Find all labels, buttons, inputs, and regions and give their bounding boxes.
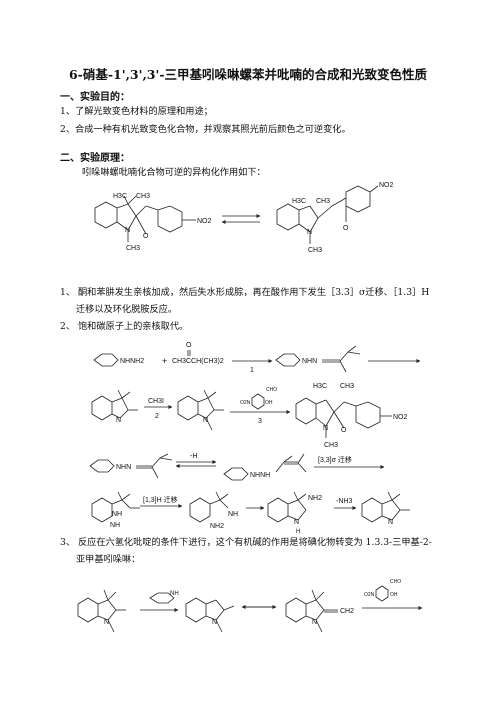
scheme-3-n-label: N <box>104 619 109 626</box>
methylated-n-label: N <box>203 417 208 424</box>
merocyanine-structure <box>276 185 379 244</box>
row-3-nhn-label: NHN <box>116 464 131 471</box>
section-2-intro: 吲哚啉螺吡喃化合物可逆的异构化作用如下： <box>82 167 266 178</box>
section-1-item-2: 2、合成一种有机光致变色化合物，并观察其照光前后颜色之可逆变化。 <box>60 124 351 135</box>
row-4-nh-label: NH <box>112 511 122 518</box>
indolenine-structure <box>91 389 138 421</box>
ch3i-label: CH3I <box>148 398 164 405</box>
row-4-nh-2-label: NH <box>228 511 238 518</box>
product-n-label: N <box>323 425 328 432</box>
row-4-final-n-label: N <box>388 519 393 526</box>
phenylhydrazine-ring <box>93 353 119 367</box>
product-n-methyl-label: CH3 <box>324 442 338 449</box>
spiropyran-structure <box>94 195 196 242</box>
spiro-o-label: O <box>143 233 149 240</box>
ketone-carbonyl-o: O <box>186 342 192 349</box>
product-spiropyran-structure <box>295 397 392 438</box>
scheme-3-cho-label: CHO <box>390 579 401 585</box>
methylene-ch2-label: CH2 <box>340 608 354 615</box>
product-ch3-label: CH3 <box>340 383 354 390</box>
mero-n-methyl-label: CH3 <box>308 247 322 254</box>
row-4-nh2-label: NH2 <box>210 523 224 530</box>
aldehyde-o2n-label: O2N <box>240 400 251 406</box>
section-2-item-3-line-2: 亚甲基吲哚啉： <box>76 554 141 565</box>
scheme-3-mid-n-label: N <box>212 619 217 626</box>
minus-h-label: -H <box>190 453 197 460</box>
row-4-product-h-label: H <box>296 529 300 535</box>
step-3-label: 3 <box>258 418 262 425</box>
row-4-product-nh2-label: NH2 <box>308 495 322 502</box>
section-1-heading: 一、实验目的： <box>60 92 130 103</box>
minus-nh3-label: -NH3 <box>336 498 352 505</box>
mero-no2-label: NO2 <box>379 182 394 189</box>
methylated-indolenine-structure <box>177 389 224 431</box>
mero-o-label: O <box>343 225 349 232</box>
aldehyde-cho-label: CHO <box>266 387 277 393</box>
scheme-3-oh-label: OH <box>390 592 398 598</box>
product-no2-label: NO2 <box>393 414 408 421</box>
mero-ch3-label: CH3 <box>316 198 330 205</box>
section-2-item-1-line-1: 1、 酮和苯肼发生亲核加成，然后失水形成腙，再在酸作用下发生［3.3］σ迁移、［… <box>60 287 430 298</box>
row-3-nhnh-label: NHNH <box>250 472 270 479</box>
scheme-3-end-n-label: N <box>312 619 317 626</box>
section-2-heading: 二、实验原理： <box>60 153 130 164</box>
section-2-item-3-line-1: 3、 反应在六氢化吡啶的条件下进行，这个有机碱的作用是将碘化物转变为 1.3.3… <box>60 537 432 548</box>
h-shift-label: [1,3]H 迁移 <box>143 495 178 504</box>
product-o-label: O <box>341 427 347 434</box>
scheme-3-o2n-label: O2N <box>364 592 375 598</box>
product-h3c-label: H3C <box>313 383 327 390</box>
section-2-item-1-line-2: 迁移以及环化脱胺反应。 <box>76 304 178 315</box>
section-1-item-1: 1、了解光致变色材料的原理和用途； <box>60 106 213 117</box>
ketone-label: CH3CCH(CH3)2 <box>172 358 224 365</box>
step-1-label: 1 <box>250 367 254 374</box>
piperidine-ring <box>149 592 175 604</box>
aldehyde-oh-label: OH <box>265 400 273 406</box>
page-title: 6-硝基-1',3',3'-三甲基吲哚啉螺苯并吡喃的合成和光致变色性质 <box>68 67 428 82</box>
row-4-product-n-label: N <box>294 519 299 526</box>
phenylhydrazine-label: NHNH2 <box>120 358 144 365</box>
spiro-n-methyl-label: CH3 <box>126 245 140 252</box>
hydrazone-ring <box>275 353 301 367</box>
section-2-item-2: 2、 饱和碳原子上的亲核取代。 <box>60 321 189 332</box>
hydrazone-label: NHN <box>302 358 317 365</box>
nitrosalicylaldehyde-structure <box>251 393 265 410</box>
spiro-n-label: N <box>125 227 130 234</box>
indolenine-n-label: N <box>116 417 121 424</box>
step-2-label: 2 <box>155 413 159 420</box>
mero-n-label: N <box>307 229 312 236</box>
piperidine-nh-label: NH <box>170 591 179 597</box>
row-4-nh-lower-label: NH <box>110 522 120 529</box>
sigma-shift-label: [3,3]σ 迁移 <box>318 455 352 464</box>
plus-sign: + <box>162 356 167 366</box>
spiro-no2-label: NO2 <box>197 218 212 225</box>
spiro-ch3-label: CH3 <box>136 193 150 200</box>
spiro-h3c-label: H3C <box>113 193 127 200</box>
mero-h3c-label: H3C <box>292 198 306 205</box>
